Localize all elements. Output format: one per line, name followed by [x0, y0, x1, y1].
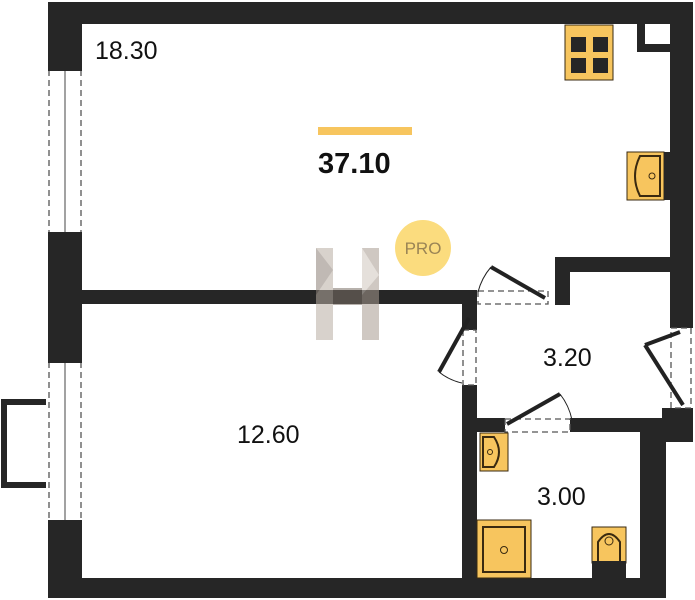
kitchen-sink-icon [626, 151, 670, 201]
total-area-label: 37.10 [318, 148, 391, 180]
logo-watermark [316, 248, 379, 340]
door-entrance [643, 327, 692, 409]
stove-icon [564, 24, 614, 81]
door-hallway-living [477, 265, 549, 305]
door-bedroom [437, 317, 477, 386]
door-bathroom [504, 392, 573, 433]
bathroom-sink-icon [479, 432, 509, 472]
room-area-bathroom: 3.00 [537, 483, 586, 511]
room-area-living-kitchen: 18.30 [95, 37, 158, 65]
pro-badge: PRO [395, 220, 451, 276]
window-bottom-left [48, 360, 82, 523]
room-area-bedroom: 12.60 [237, 421, 300, 449]
toilet-icon [591, 526, 627, 578]
room-area-hallway: 3.20 [543, 344, 592, 372]
window-top-left [48, 68, 82, 235]
walls [48, 2, 693, 598]
balcony-outline [1, 399, 46, 488]
shower-icon [476, 519, 532, 579]
total-area-accent-bar [318, 127, 412, 135]
pro-badge-text: PRO [405, 239, 442, 258]
